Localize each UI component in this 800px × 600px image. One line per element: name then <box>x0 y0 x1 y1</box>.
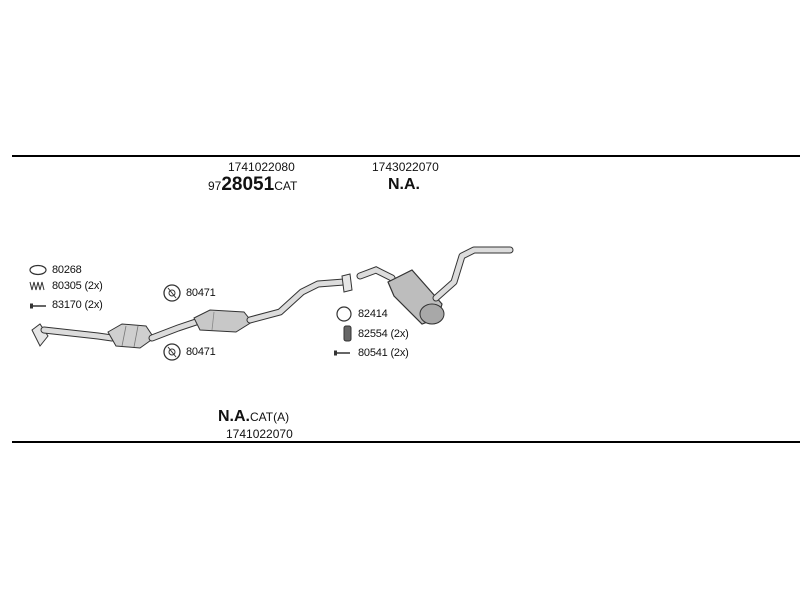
fitting-label-spring: 80305 (2x) <box>52 280 103 292</box>
lower-assembly-code: N.A.CAT(A) <box>218 409 289 425</box>
hanger-label-top: 80471 <box>186 287 216 299</box>
fitting-label-clamp: 82554 (2x) <box>358 328 409 340</box>
rear-part-number: 1743022070 <box>372 160 439 174</box>
hanger-label-bottom: 80471 <box>186 346 216 358</box>
clamp-icon <box>343 325 352 342</box>
middle-pipe <box>246 273 353 324</box>
front-assembly-code: 9728051CAT <box>208 175 297 194</box>
fitting-label-rear-ring: 82414 <box>358 308 388 320</box>
fitting-label-gasket: 80268 <box>52 264 82 276</box>
front-code-prefix: 97 <box>208 179 222 193</box>
rear-ring-icon <box>336 306 352 322</box>
bolt-icon <box>30 303 46 309</box>
rear-muffler <box>356 266 445 325</box>
catalytic-converter <box>107 323 155 349</box>
hanger-icon-top <box>163 284 181 302</box>
front-part-number: 1741022080 <box>228 160 295 174</box>
tailpipe <box>432 246 514 302</box>
lower-part-number: 1741022070 <box>226 427 293 441</box>
rear-assembly-code: N.A. <box>388 176 420 193</box>
hanger-icon-bottom <box>163 343 181 361</box>
intermediate-pipe <box>148 318 200 342</box>
fitting-label-bolt: 83170 (2x) <box>52 299 103 311</box>
rear-bolt-icon <box>334 350 350 356</box>
gasket-ring-icon <box>29 264 47 276</box>
center-muffler <box>193 309 253 333</box>
front-code-suffix: CAT <box>274 179 298 193</box>
lower-code-suffix: CAT(A) <box>250 410 290 424</box>
lower-code: N.A. <box>218 408 250 425</box>
front-code-number: 28051 <box>221 174 275 195</box>
fitting-label-rear-bolt: 80541 (2x) <box>358 347 409 359</box>
front-downpipe <box>31 323 116 347</box>
spring-icon <box>29 281 45 291</box>
